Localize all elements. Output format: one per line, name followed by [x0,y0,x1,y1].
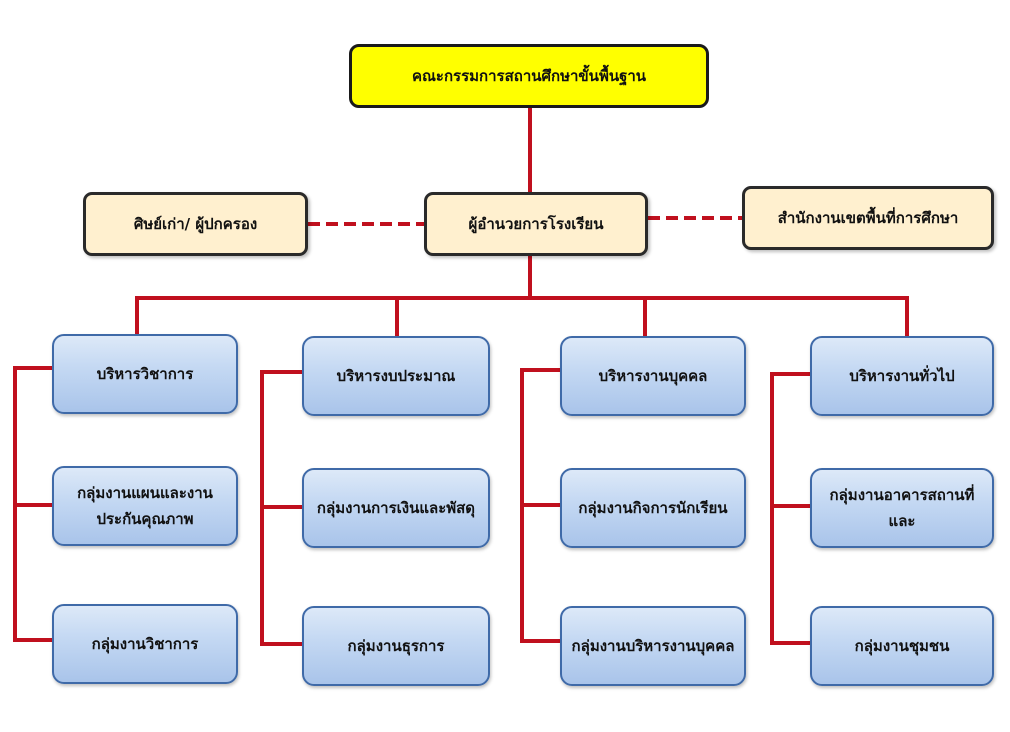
node-budget-admin: บริหารงบประมาณ [302,336,490,416]
node-education-office: สำนักงานเขตพื้นที่การศึกษา [742,186,994,250]
node-academic-group: กลุ่มงานวิชาการ [52,604,238,684]
node-personnel-admin: บริหารงานบุคคล [560,336,746,416]
node-academic-group-label: กลุ่มงานวิชาการ [91,634,199,653]
node-student-affairs-group: กลุ่มงานกิจการนักเรียน [560,468,746,548]
node-budget-admin-label: บริหารงบประมาณ [336,366,456,385]
node-personnel-group: กลุ่มงานบริหารงานบุคคล [560,606,746,686]
node-education-office-label: สำนักงานเขตพื้นที่การศึกษา [777,208,959,227]
node-academic-admin-label: บริหารวิชาการ [96,364,194,383]
node-planning-qa-group-label: กลุ่มงานแผนและงานประกันคุณภาพ [77,483,213,528]
node-academic-admin: บริหารวิชาการ [52,334,238,414]
node-general-admin: บริหารงานทั่วไป [810,336,994,416]
node-director-label: ผู้อำนวยการโรงเรียน [468,214,604,233]
node-personnel-group-label: กลุ่มงานบริหารงานบุคคล [571,636,735,655]
connector-col4-spine [770,372,812,645]
node-community-group: กลุ่มงานชุมชน [810,606,994,686]
node-school-board-label: คณะกรรมการสถานศึกษาขั้นพื้นฐาน [411,66,647,85]
node-planning-qa-group: กลุ่มงานแผนและงานประกันคุณภาพ [52,466,238,546]
node-student-affairs-group-label: กลุ่มงานกิจการนักเรียน [578,498,728,517]
node-buildings-group-label: กลุ่มงานอาคารสถานที่และ [829,485,975,530]
node-community-group-label: กลุ่มงานชุมชน [854,636,950,655]
node-clerical-group-label: กลุ่มงานธุรการ [347,636,445,655]
node-buildings-group: กลุ่มงานอาคารสถานที่และ [810,468,994,548]
node-general-admin-label: บริหารงานทั่วไป [849,366,955,385]
node-finance-supplies-group-label: กลุ่มงานการเงินและพัสดุ [316,498,476,517]
node-alumni-parents: ศิษย์เก่า/ ผู้ปกครอง [83,192,308,256]
node-finance-supplies-group: กลุ่มงานการเงินและพัสดุ [302,468,490,548]
node-director: ผู้อำนวยการโรงเรียน [424,192,648,256]
node-school-board: คณะกรรมการสถานศึกษาขั้นพื้นฐาน [349,44,709,108]
node-alumni-parents-label: ศิษย์เก่า/ ผู้ปกครอง [133,214,258,233]
node-personnel-admin-label: บริหารงานบุคคล [598,366,708,385]
node-clerical-group: กลุ่มงานธุรการ [302,606,490,686]
